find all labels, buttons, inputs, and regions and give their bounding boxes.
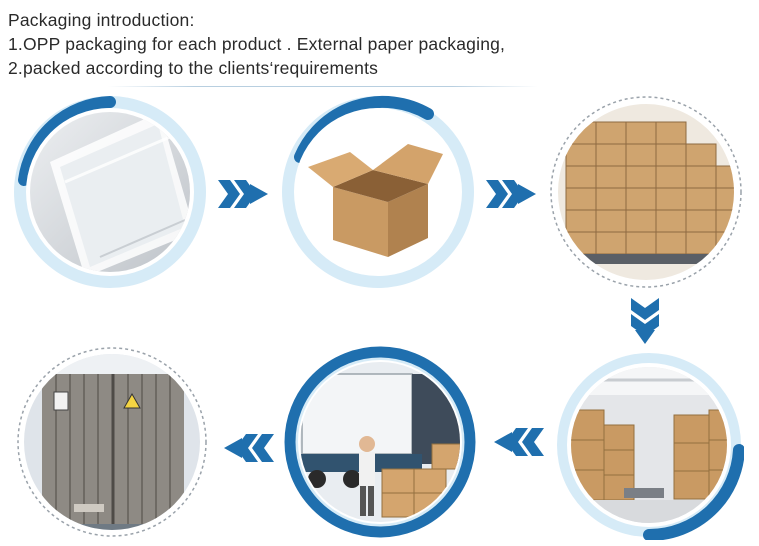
step-opp-bag (10, 92, 210, 292)
flow-arrow-right-2 (484, 178, 538, 210)
step-stacked-cartons (546, 92, 746, 292)
packaging-introduction: Packaging introduction: 1.OPP packaging … (8, 8, 505, 80)
warehouse-storage-icon (557, 353, 744, 540)
stacked-cartons-icon (550, 96, 742, 288)
intro-line-2: 2.packed according to the clients‘requir… (8, 58, 379, 78)
double-chevron-down-icon (631, 298, 659, 344)
double-chevron-left-icon (224, 434, 274, 462)
flow-arrow-right-1 (216, 178, 270, 210)
header-divider (108, 86, 538, 87)
truck-loading-icon (284, 346, 476, 538)
flow-arrow-down (629, 296, 661, 346)
flow-arrow-left-2 (222, 432, 276, 464)
intro-line-1: 1.OPP packaging for each product . Exter… (8, 34, 506, 54)
double-chevron-right-icon (486, 180, 536, 208)
double-chevron-left-icon (494, 428, 544, 456)
double-chevron-right-icon (218, 180, 268, 208)
step-warehouse (554, 350, 744, 540)
open-cardboard-box-icon (282, 95, 474, 288)
flow-arrow-left-1 (492, 426, 546, 458)
step-truck-loading (282, 344, 478, 540)
opp-bag-icon (14, 96, 206, 288)
shipping-container-icon (17, 347, 207, 537)
step-carton-box (278, 92, 478, 292)
intro-title: Packaging introduction: (8, 10, 195, 30)
step-shipping-container (14, 344, 210, 540)
